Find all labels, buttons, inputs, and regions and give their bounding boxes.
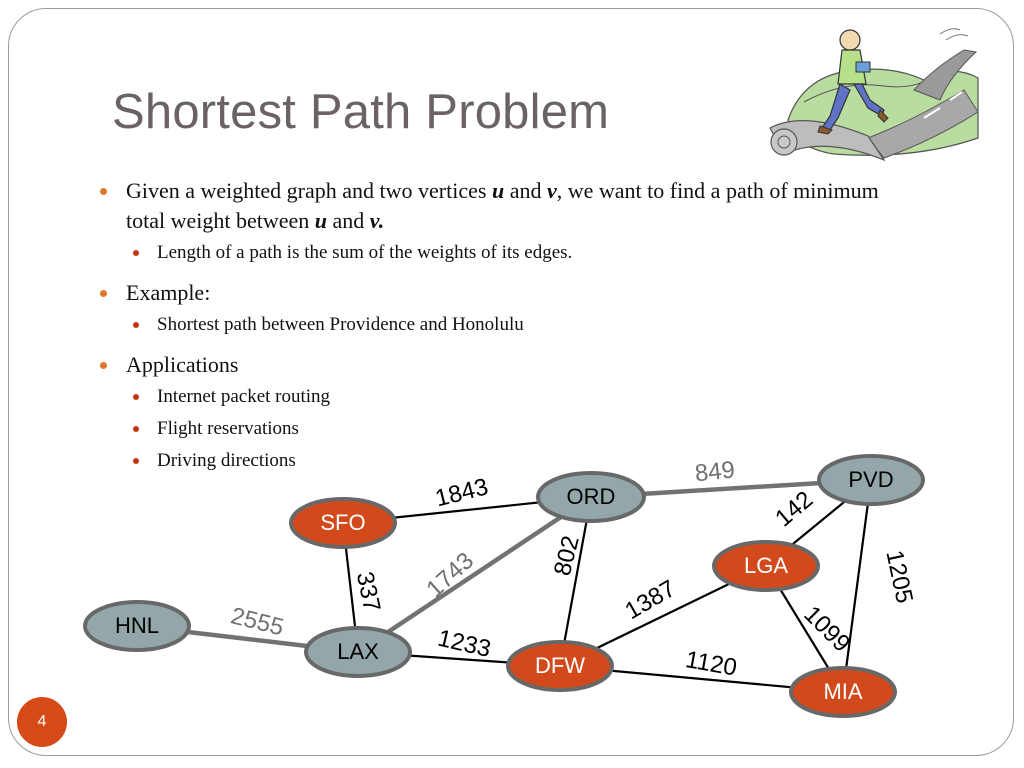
bullet-path-length: Length of a path is the sum of the weigh…	[100, 238, 920, 268]
node-ellipse	[712, 540, 820, 592]
page-number-badge: 4	[17, 697, 67, 747]
node-label: SFO	[320, 510, 365, 535]
edge-lax-ord	[356, 495, 593, 654]
airport-node-lga: LGA	[712, 540, 820, 592]
node-ellipse	[304, 626, 412, 678]
node-ellipse	[506, 640, 614, 692]
edge-weight-label: 1205	[880, 548, 918, 606]
edge-weight-label: 1099	[798, 601, 855, 658]
bullet-applications: Applications	[100, 350, 920, 380]
edge-weight-label: 1387	[621, 575, 681, 625]
airport-node-mia: MIA	[789, 666, 897, 718]
edge-ord-dfw	[558, 496, 593, 667]
node-ellipse	[289, 497, 397, 549]
airport-node-ord: ORD	[536, 471, 646, 523]
edge-weight-label: 849	[694, 456, 737, 487]
walking-man-on-road-illustration	[769, 28, 979, 162]
node-label: ORD	[567, 484, 616, 509]
node-ellipse	[83, 600, 191, 652]
bullet-application-item: Internet packet routing	[100, 382, 920, 412]
airport-node-lax: LAX	[304, 626, 412, 678]
bullet-problem-definition: Given a weighted graph and two vertices …	[100, 176, 920, 236]
slide-title: Shortest Path Problem	[112, 85, 610, 139]
edge-weight-label: 802	[549, 533, 585, 578]
node-label: HNL	[115, 613, 159, 638]
bullet-application-item: Driving directions	[100, 446, 920, 476]
edge-weight-label: 1843	[433, 473, 491, 512]
node-label: MIA	[823, 679, 862, 704]
bullet-application-item: Flight reservations	[100, 414, 920, 444]
node-ellipse	[789, 666, 897, 718]
node-label: DFW	[535, 653, 585, 678]
bullet-example-detail: Shortest path between Providence and Hon…	[100, 310, 920, 340]
node-ellipse	[817, 454, 925, 506]
bullet-example: Example:	[100, 278, 920, 308]
airport-node-sfo: SFO	[289, 497, 397, 549]
airport-node-hnl: HNL	[83, 600, 191, 652]
node-ellipse	[536, 471, 646, 523]
bullet-list: Given a weighted graph and two vertices …	[100, 170, 920, 476]
edge-weight-label: 337	[351, 569, 386, 614]
edge-weight-label: 142	[770, 486, 818, 532]
edge-pvd-mia	[841, 479, 873, 693]
edge-weight-label: 1120	[683, 646, 739, 682]
node-label: LAX	[337, 639, 379, 664]
airport-node-dfw: DFW	[506, 640, 614, 692]
node-label: LGA	[744, 553, 788, 578]
airport-node-pvd: PVD	[817, 454, 925, 506]
node-label: PVD	[848, 467, 893, 492]
